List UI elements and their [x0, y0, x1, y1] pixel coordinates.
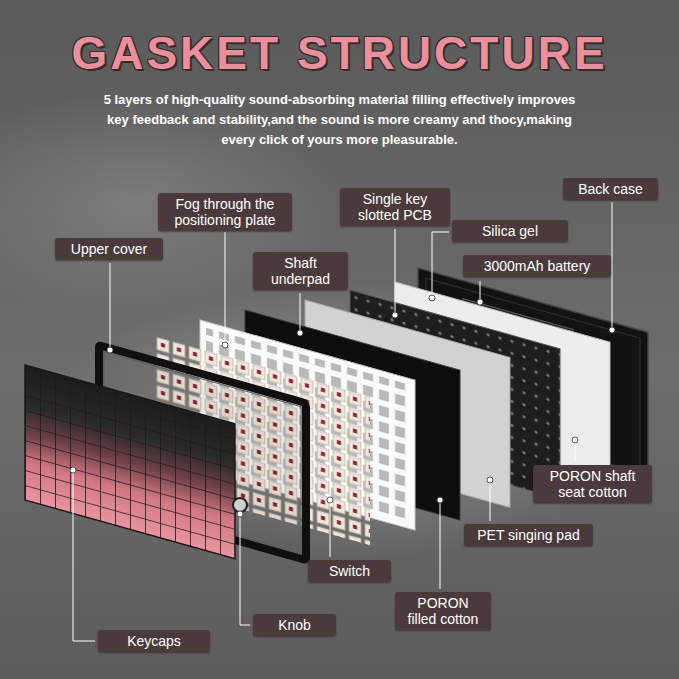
leader-dot [437, 497, 443, 503]
part-name: 3000mAh battery [469, 258, 605, 274]
knob [233, 498, 247, 512]
part-name: Back case [569, 181, 652, 197]
part-label: Switch [308, 560, 391, 582]
part-label: Fog through the positioning plate [158, 193, 292, 231]
leader-dot [222, 342, 228, 348]
part-label: Shaft underpad [253, 252, 348, 290]
leader-dot [70, 467, 76, 473]
part-label: Keycaps [98, 630, 210, 652]
intro-paragraph: 5 layers of high-quality sound-absorbing… [92, 90, 587, 150]
part-name: PORON filled cotton [401, 595, 485, 627]
part-label: Back case [563, 178, 658, 200]
leader-dot [327, 497, 333, 503]
keycap-gaps [25, 365, 235, 559]
part-label: Upper cover [55, 238, 163, 260]
part-label: PORON shaft seat cotton [533, 465, 652, 503]
part-label: 3000mAh battery [463, 255, 611, 277]
part-label: Single key slotted PCB [340, 188, 450, 226]
leader-line [440, 500, 441, 589]
leader-line [490, 480, 491, 521]
leader-line [612, 202, 613, 330]
part-label: Knob [253, 614, 336, 636]
leader-dot [487, 477, 493, 483]
leader-dot [392, 312, 398, 318]
leader-line [300, 293, 301, 333]
leader-dot [572, 437, 578, 443]
part-name: Silica gel [458, 223, 562, 239]
leader-dot [477, 299, 483, 305]
leader-line [110, 263, 111, 350]
part-label: PORON filled cotton [395, 592, 491, 630]
leader-line [395, 229, 396, 315]
leader-dot [609, 327, 615, 333]
part-name: Fog through the positioning plate [164, 196, 286, 228]
part-name: Single key slotted PCB [346, 191, 444, 223]
leader-dot [297, 330, 303, 336]
leader-line [432, 232, 449, 298]
part-name: PORON shaft seat cotton [539, 468, 646, 500]
leader-paths [73, 202, 612, 641]
part-name: Shaft underpad [259, 255, 342, 287]
keycaps-outline [25, 365, 235, 559]
leader-dot [237, 511, 243, 517]
part-name: Knob [259, 617, 330, 633]
part-label: PET singing pad [464, 524, 593, 546]
leader-dot [107, 347, 113, 353]
leader-dot [429, 295, 435, 301]
keycap-layer [25, 365, 235, 559]
part-name: Keycaps [104, 633, 204, 649]
part-name: Switch [314, 563, 385, 579]
part-name: Upper cover [61, 241, 157, 257]
leader-line [225, 232, 226, 345]
keycaps-body [25, 365, 235, 559]
leader-line [240, 514, 250, 625]
diagram-title: GASKET STRUCTURE [0, 26, 679, 80]
part-name: PET singing pad [470, 527, 587, 543]
leader-line [330, 500, 331, 557]
leader-line [73, 470, 95, 641]
part-label: Silica gel [452, 220, 568, 242]
